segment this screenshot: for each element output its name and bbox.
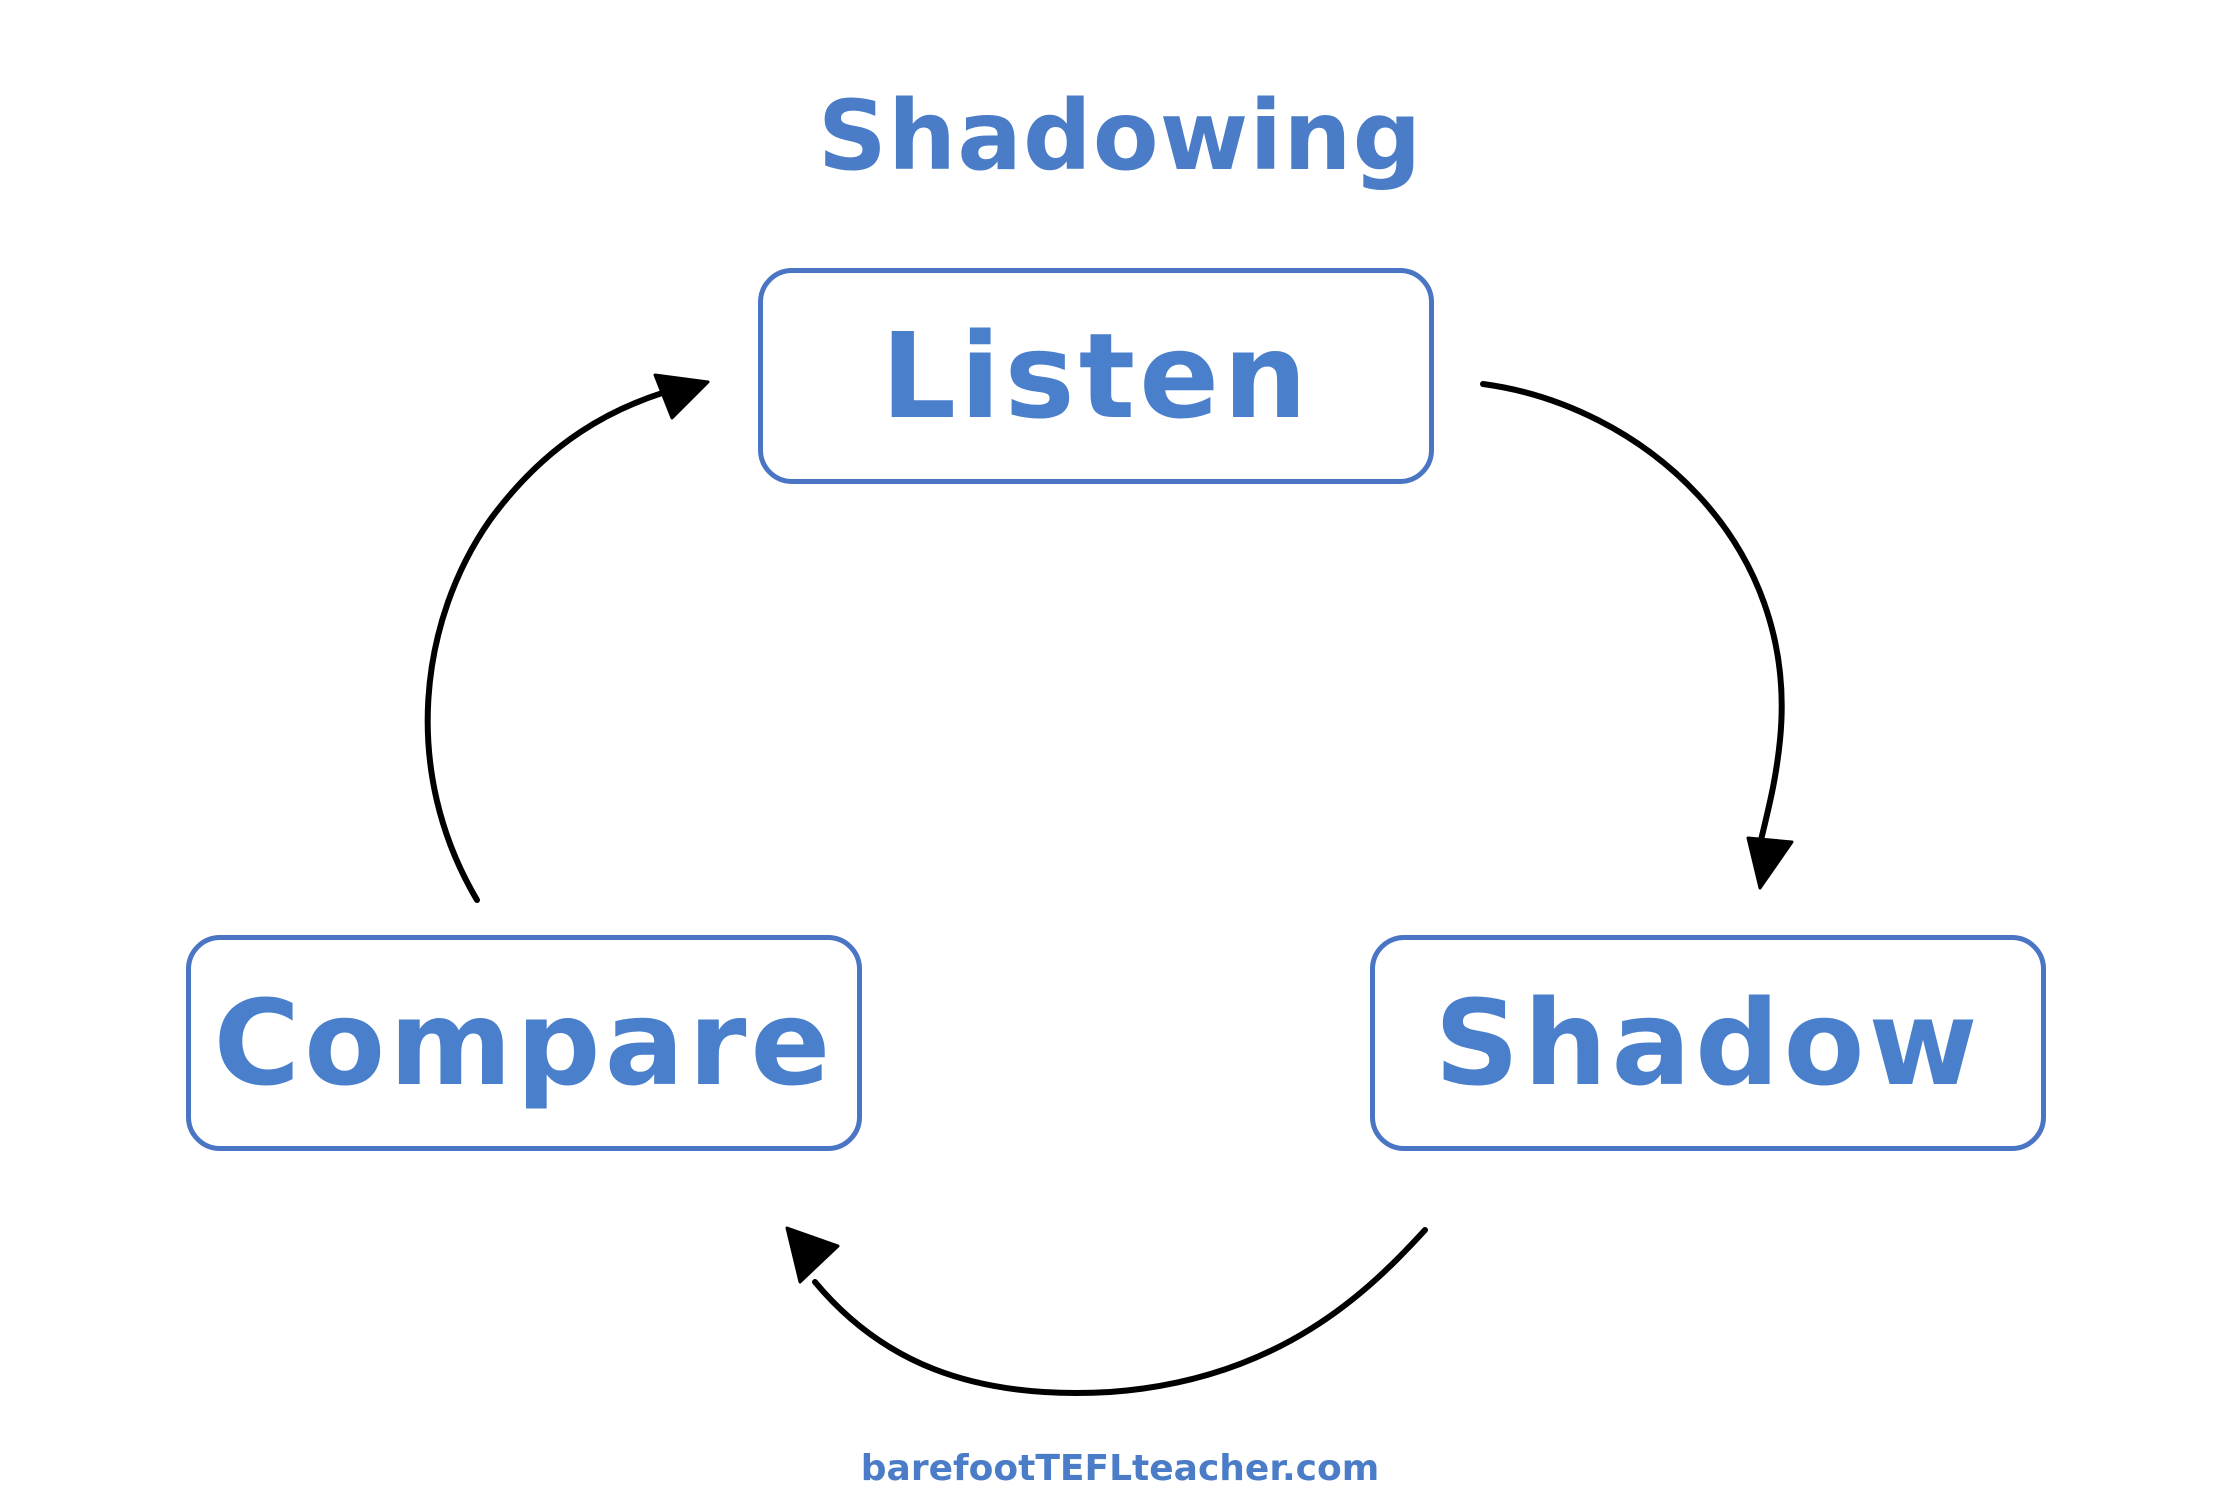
node-listen-label: Listen — [880, 307, 1312, 445]
arrowhead-shadow — [1746, 836, 1794, 890]
node-listen: Listen — [758, 268, 1434, 484]
node-shadow: Shadow — [1370, 935, 2046, 1151]
node-compare-label: Compare — [213, 974, 835, 1112]
node-shadow-label: Shadow — [1434, 974, 1982, 1112]
arrowhead-listen — [653, 373, 710, 420]
node-compare: Compare — [186, 935, 862, 1151]
arrow-shadow-to-compare — [812, 1227, 1428, 1396]
arrow-compare-to-listen — [424, 382, 693, 903]
footer-website: barefootTEFLteacher.com — [860, 1448, 1380, 1489]
diagram-title: Shadowing — [817, 80, 1423, 192]
arrowhead-compare — [785, 1226, 840, 1284]
arrow-listen-to-shadow — [1480, 381, 1785, 865]
